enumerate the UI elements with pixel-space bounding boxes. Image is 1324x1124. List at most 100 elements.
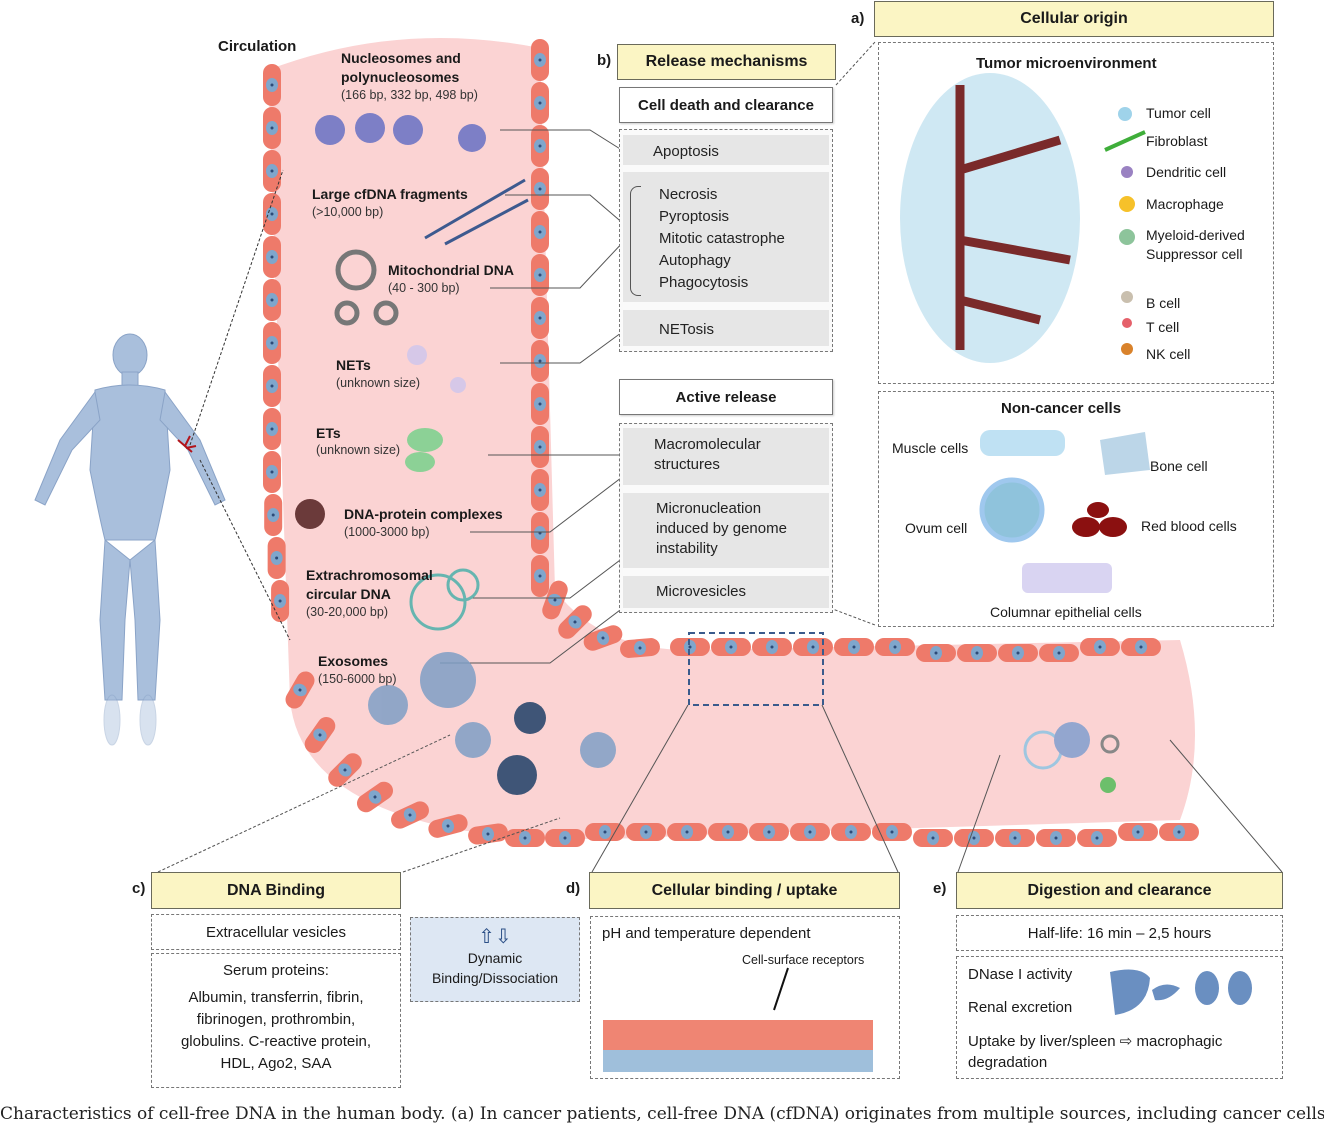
cell-death-header: Cell death and clearance — [619, 87, 833, 123]
ph-temperature-text: pH and temperature dependent — [602, 925, 811, 942]
serum-proteins-box: Serum proteins: Albumin, transferrin, fi… — [151, 953, 401, 1088]
endothelial-cell — [263, 451, 281, 493]
clearance-box — [956, 956, 1283, 1079]
endothelial-cell — [916, 644, 956, 662]
receptor-arrow — [773, 967, 789, 1011]
legend-fibroblast: Fibroblast — [1146, 133, 1208, 149]
autophagy: Autophagy — [659, 252, 731, 269]
noncancer-art — [979, 430, 1150, 593]
legend-mdsc: Myeloid-derived — [1146, 227, 1245, 243]
macrophagic-degradation: degradation — [968, 1054, 1048, 1071]
endothelial-cell — [995, 829, 1035, 847]
polynucleosomes-label: polynucleosomes — [341, 69, 460, 85]
human-body-figure — [34, 333, 226, 746]
mitochondrial-dna-size: (40 - 300 bp) — [388, 281, 460, 295]
serum-proteins-title: Serum proteins: — [223, 962, 329, 979]
endothelial-cell — [954, 829, 994, 847]
exosomes-label: Exosomes — [318, 653, 389, 669]
mitochondrial-dna-icons — [334, 249, 399, 326]
microvesicles-item: Microvesicles — [623, 576, 829, 608]
brace-icon — [630, 186, 641, 296]
blood-vessel — [268, 37, 1195, 839]
nets-icon — [407, 345, 466, 393]
noncancer-box — [878, 391, 1274, 627]
panel-b-letter: b) — [597, 52, 612, 69]
endothelial-cell — [531, 82, 549, 124]
endothelial-cell — [391, 801, 429, 829]
large-cfdna-size: (>10,000 bp) — [312, 205, 384, 219]
cellular-binding-box — [590, 916, 900, 1079]
red-blood-cells-label: Red blood cells — [1141, 518, 1237, 534]
legend-dendritic-cell: Dendritic cell — [1146, 164, 1227, 180]
endothelial-cell — [328, 753, 362, 787]
large-cfdna-icon — [424, 178, 529, 246]
endothelial-cell — [998, 644, 1038, 662]
up-down-arrows-icon: ⇧⇩ — [478, 926, 512, 948]
endothelial-cell — [872, 823, 912, 841]
columnar-epithelial-label: Columnar epithelial cells — [990, 604, 1142, 620]
ets-label: ETs — [316, 425, 341, 441]
dna-clumps — [497, 702, 546, 795]
figure-caption: Characteristics of cell-free DNA in the … — [0, 1104, 1324, 1124]
endothelial-cell — [356, 781, 394, 813]
endothelial-cell — [263, 150, 281, 192]
dnase-activity: DNase I activity — [968, 966, 1073, 983]
endothelial-cell — [620, 638, 660, 658]
endothelial-cell — [304, 716, 336, 754]
endothelial-cell — [263, 107, 281, 149]
half-life-box: Half-life: 16 min – 2,5 hours — [956, 915, 1283, 951]
endothelial-cell — [263, 193, 281, 235]
mitochondrial-dna-label: Mitochondrial DNA — [388, 262, 514, 278]
nucleosomes-label: Nucleosomes and — [341, 50, 461, 66]
liver-spleen-kidney-icons — [1110, 969, 1252, 1015]
bone-cell-label: Bone cell — [1150, 458, 1208, 474]
cellular-origin-header: Cellular origin — [874, 1, 1274, 37]
endothelial-cell — [1077, 829, 1117, 847]
active-release-header: Active release — [619, 379, 833, 415]
exosome-icons — [368, 652, 616, 768]
endothelial-cell — [531, 125, 549, 167]
eccdna-size: (30-20,000 bp) — [306, 605, 389, 619]
endothelial-cell — [834, 638, 874, 656]
endothelial-cell — [545, 829, 585, 847]
tumor-microenvironment-title: Tumor microenvironment — [976, 55, 1157, 72]
cell-layer-illustration — [603, 1020, 873, 1072]
endothelial-cell — [790, 823, 830, 841]
clearance-debris — [1023, 722, 1120, 793]
endothelial-cell — [957, 644, 997, 662]
cellular-binding-header: Cellular binding / uptake — [589, 872, 900, 909]
endothelial-cell — [263, 365, 281, 407]
endothelial-cell — [793, 638, 833, 656]
endothelial-cell — [531, 383, 549, 425]
circulation-title: Circulation — [218, 38, 297, 55]
dna-protein-size: (1000-3000 bp) — [344, 525, 430, 539]
endothelial-cell — [531, 297, 549, 339]
muscle-cells-label: Muscle cells — [892, 440, 969, 456]
endothelial-cell — [271, 580, 290, 622]
cell-surface-receptors-label: Cell-surface receptors — [742, 953, 865, 967]
endothelial-cell — [1036, 829, 1076, 847]
liver-spleen-uptake: Uptake by liver/spleen ⇨ macrophagic — [968, 1033, 1223, 1050]
phagocytosis: Phagocytosis — [659, 274, 749, 291]
nucleosome-icons — [315, 113, 486, 152]
pyroptosis: Pyroptosis — [659, 208, 730, 225]
endothelial-cell — [558, 605, 592, 639]
legend-macrophage: Macrophage — [1146, 196, 1224, 212]
endothelial-cell — [531, 426, 549, 468]
nets-label: NETs — [336, 357, 371, 373]
endothelial-cell — [711, 638, 751, 656]
legend-b-cell: B cell — [1146, 295, 1181, 311]
endothelial-cell — [263, 322, 281, 364]
renal-excretion: Renal excretion — [968, 999, 1073, 1016]
tumor-microenvironment-art — [900, 73, 1080, 363]
endothelial-cell — [531, 168, 549, 210]
eccdna-label-2: circular DNA — [306, 586, 391, 602]
necrosis: Necrosis — [659, 186, 718, 203]
dna-protein-complex-icon — [295, 499, 325, 529]
tumor-microenvironment-box — [878, 42, 1274, 384]
endothelial-cell — [263, 408, 281, 450]
endothelial-cell — [264, 494, 283, 536]
legend-tumor-cell: Tumor cell — [1146, 105, 1211, 121]
endothelial-cell — [708, 823, 748, 841]
endothelial-cell — [583, 625, 623, 651]
